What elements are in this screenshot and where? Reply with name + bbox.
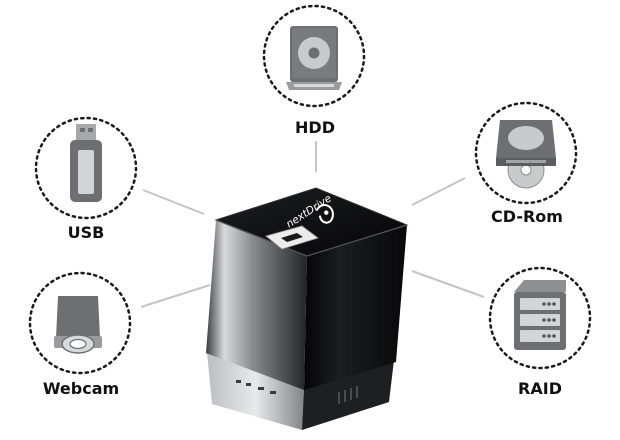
peripheral-webcam [28,271,132,375]
nextdrive-logo-icon [315,204,334,224]
device-base-left [207,352,304,430]
device-base-right [302,360,394,430]
connector-webcam [140,284,211,308]
hard-disk-drive-icon [286,26,342,90]
label-cdrom: CD-Rom [491,207,563,226]
peripheral-cdrom [474,101,578,205]
label-hdd: HDD [295,118,335,137]
peripheral-hdd [262,4,366,108]
webcam-icon [54,296,102,354]
label-usb: USB [67,223,105,242]
nextdrive-device: nextDrive [206,187,409,430]
device-side-face [304,225,407,390]
device-ports [236,380,276,394]
device-vents [338,386,358,404]
peripheral-usb [34,116,138,220]
connector-raid [411,270,485,298]
connector-cdrom [411,177,466,206]
device-front-face [206,220,307,390]
connector-usb [142,189,205,215]
connector-lines [140,141,485,308]
usb-flash-drive-icon [70,124,102,202]
label-webcam: Webcam [42,379,120,398]
cd-rom-drive-icon [496,120,556,189]
peripheral-raid [488,266,592,370]
raid-enclosure-icon [514,280,566,350]
label-raid: RAID [518,379,562,398]
